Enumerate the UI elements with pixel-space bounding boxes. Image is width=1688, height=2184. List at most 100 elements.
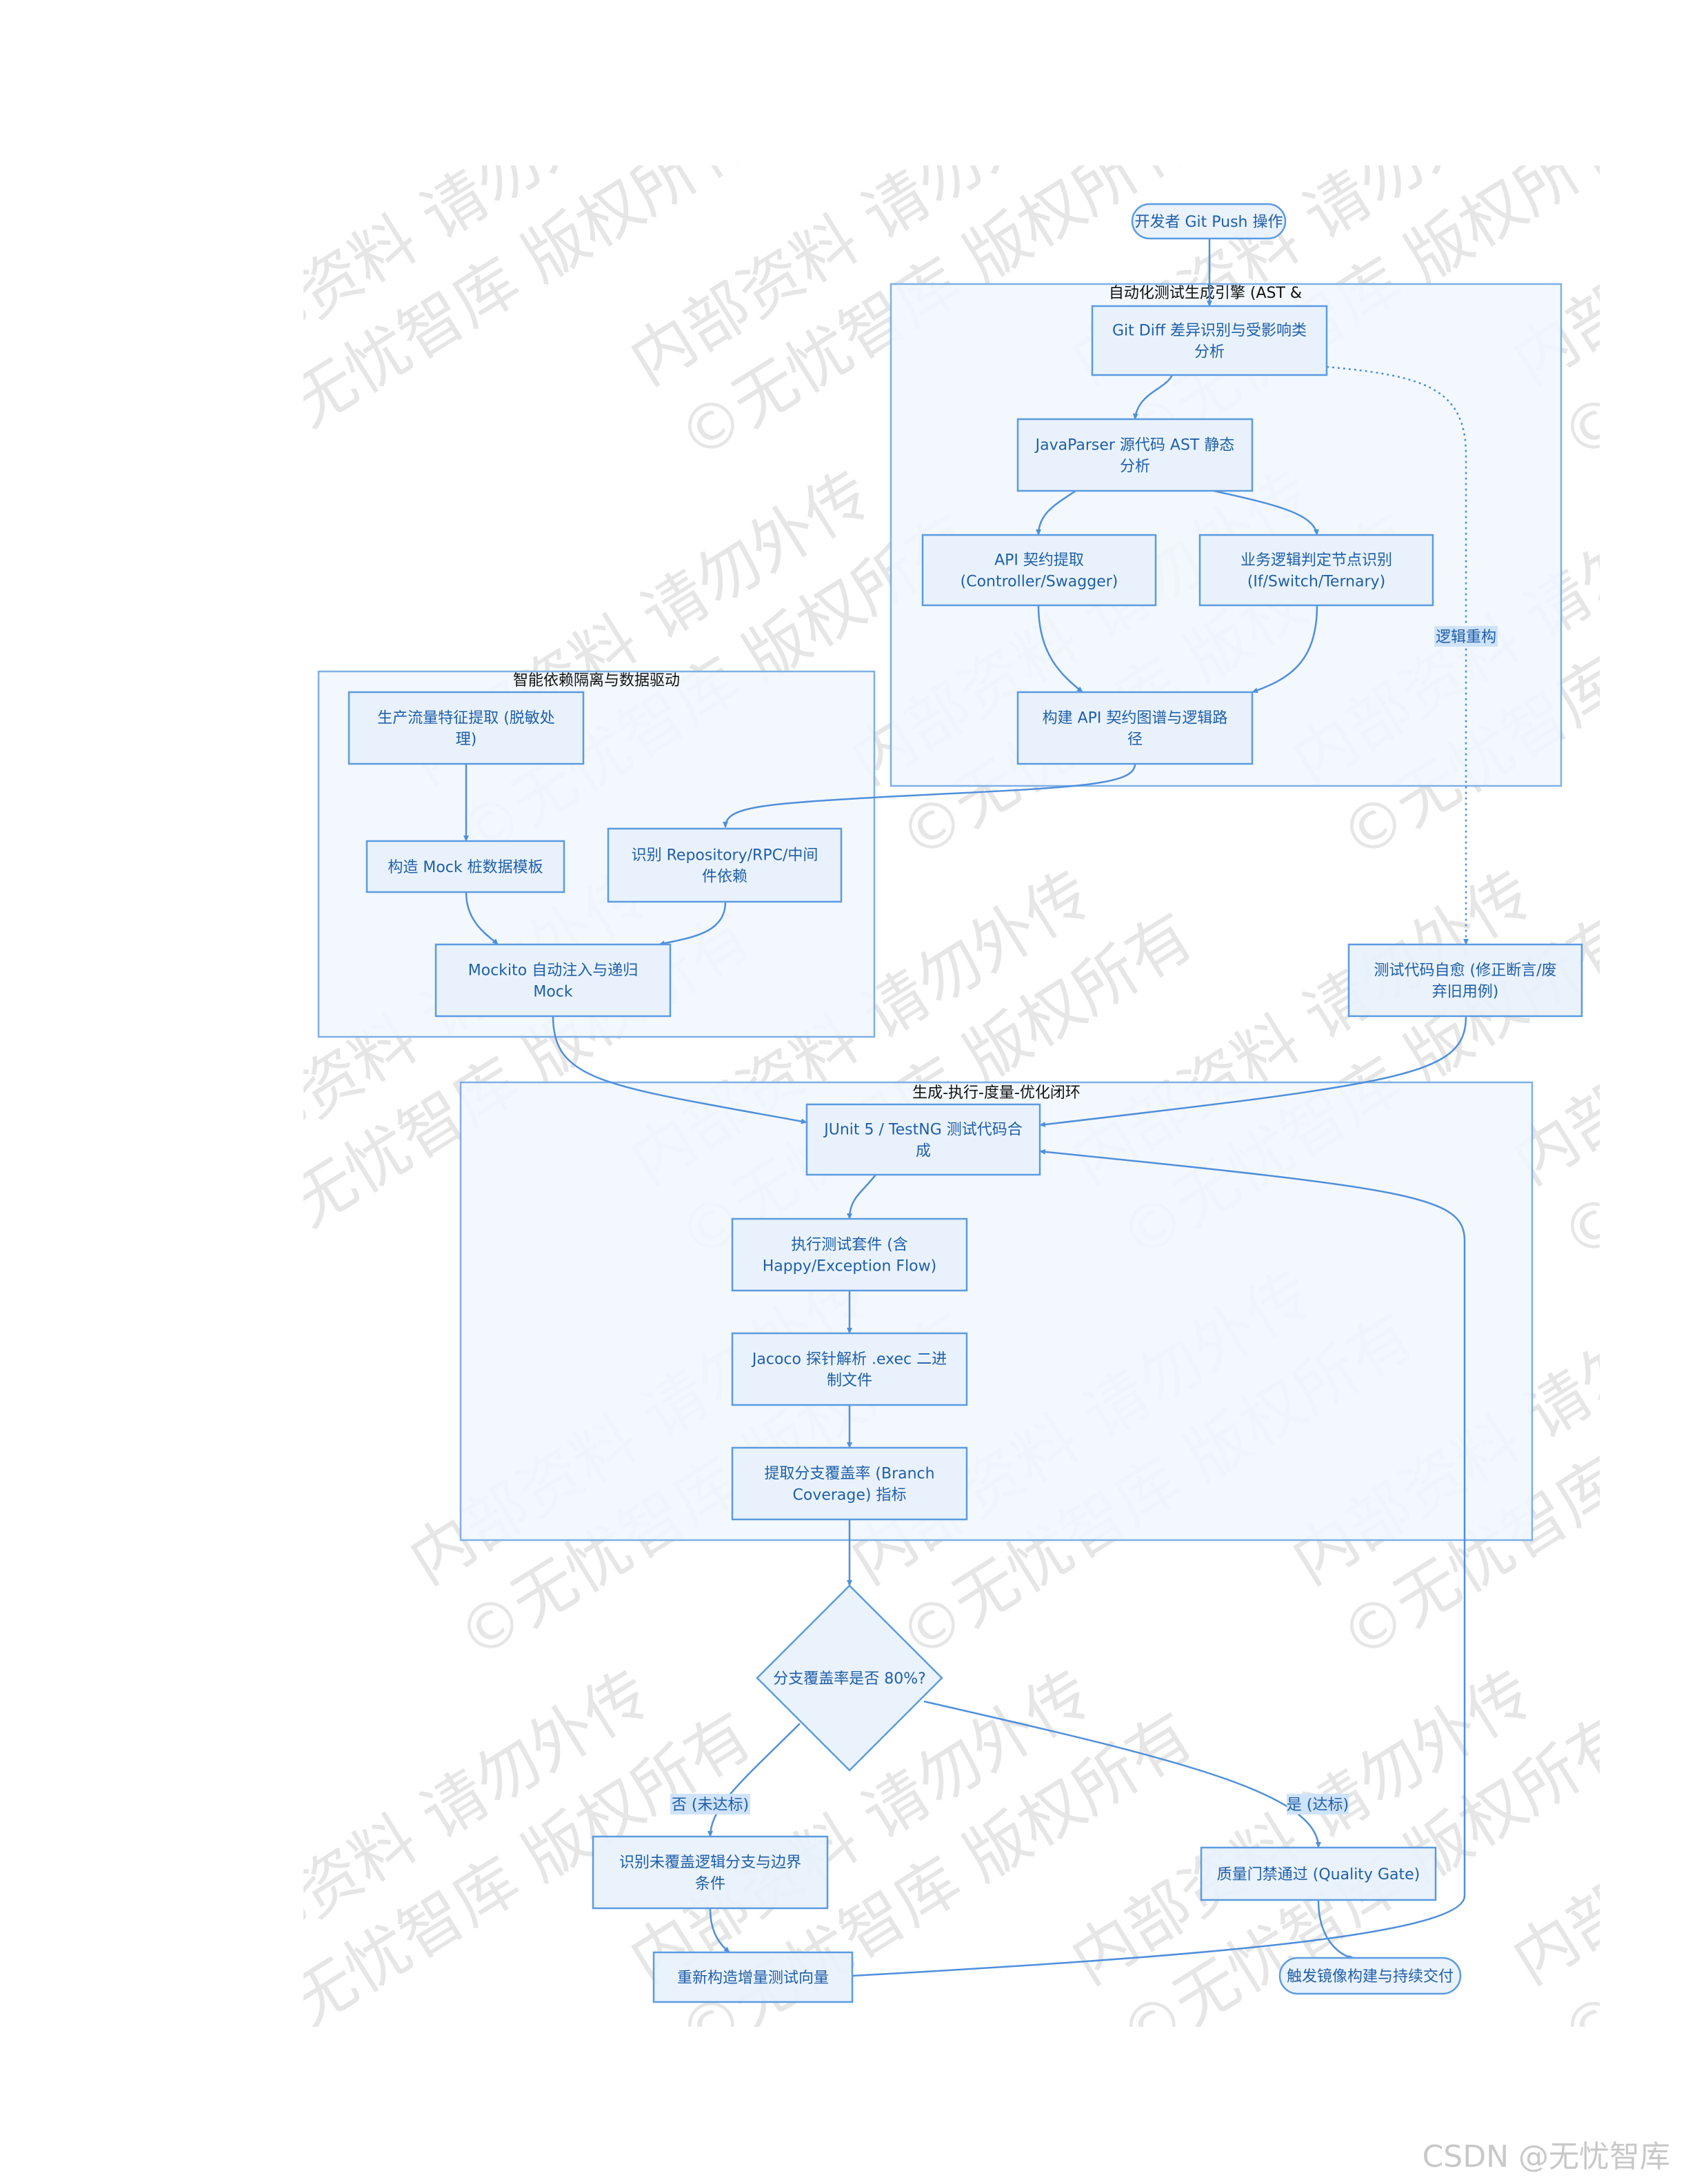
- node-junit: JUnit 5 / TestNG 测试代码合成: [805, 1103, 1041, 1176]
- group-engine-title: 自动化测试生成引擎 (AST &: [1109, 285, 1302, 302]
- node-graph: 构建 API 契约图谱与逻辑路径: [1016, 691, 1254, 765]
- node-label-line: Happy/Exception Flow): [763, 1258, 936, 1275]
- edge-biz-graph: [1252, 605, 1318, 694]
- svg-text:构建 API 契约图谱与逻辑路径: 构建 API 契约图谱与逻辑路径: [1043, 710, 1228, 749]
- node-repository: 识别 Repository/RPC/中间件依赖: [607, 827, 843, 903]
- edge-graph-repo: [723, 763, 1136, 828]
- svg-text:识别 Repository/RPC/中间件依赖: 识别 Repository/RPC/中间件依赖: [632, 847, 818, 886]
- svg-text:API 契约提取(Controller/Swagger): API 契约提取 (Controller/Swagger): [961, 552, 1118, 591]
- node-start: 开发者 Git Push 操作: [1131, 203, 1287, 240]
- node-label-line: 构造 Mock 桩数据模板: [388, 859, 543, 876]
- edge-mockito-junit: [552, 1015, 807, 1124]
- node-label-line: 制文件: [827, 1373, 872, 1390]
- node-label-line: Coverage) 指标: [793, 1487, 907, 1504]
- node-label-line: 分析: [1194, 344, 1225, 361]
- node-label-line: 识别未覆盖逻辑分支与边界: [619, 1854, 801, 1872]
- node-label-line: 触发镜像构建与持续交付: [1287, 1968, 1454, 1985]
- svg-text:否 (未达标): 否 (未达标): [672, 1797, 749, 1814]
- edges: [463, 239, 1469, 1977]
- svg-text:业务逻辑判定节点识别(If/Switch/Ternary): 业务逻辑判定节点识别 (If/Switch/Ternary): [1240, 552, 1392, 591]
- node-release: 触发镜像构建与持续交付: [1278, 1957, 1462, 1995]
- edge-mocktpl-mockito: [465, 891, 499, 945]
- node-label-line: 业务逻辑判定节点识别: [1240, 552, 1392, 569]
- node-biz: 业务逻辑判定节点识别 (If/Switch/Ternary): [1198, 534, 1434, 607]
- edge-label-no: 否 (未达标): [670, 1794, 750, 1814]
- svg-text:Jacoco 探针解析 .exec 二进制文件: Jacoco 探针解析 .exec 二进制文件: [751, 1351, 947, 1390]
- svg-text:开发者 Git Push 操作: 开发者 Git Push 操作: [1135, 214, 1283, 231]
- node-label-line: 执行测试套件 (含: [791, 1237, 908, 1254]
- node-label-line: 件依赖: [702, 869, 747, 886]
- node-label-line: 弃旧用例): [1432, 984, 1499, 1001]
- node-label-line: 条件: [695, 1876, 725, 1893]
- node-label-line: 成: [916, 1143, 931, 1160]
- svg-text:分支覆盖率是否 80%?: 分支覆盖率是否 80%?: [773, 1670, 926, 1688]
- svg-text:JUnit 5 / TestNG 测试代码合成: JUnit 5 / TestNG 测试代码合成: [823, 1122, 1022, 1160]
- edge-api-graph: [1037, 605, 1083, 693]
- svg-text:触发镜像构建与持续交付: 触发镜像构建与持续交付: [1287, 1968, 1454, 1985]
- node-quality: 质量门禁通过 (Quality Gate): [1200, 1846, 1437, 1901]
- svg-text:生产流量特征提取 (脱敏处理): 生产流量特征提取 (脱敏处理): [377, 710, 555, 749]
- node-label-line: 理): [456, 731, 477, 749]
- edge-label-yes: 是 (达标): [1287, 1794, 1349, 1814]
- edge-diff-ast: [1132, 374, 1174, 420]
- node-label-line: Jacoco 探针解析 .exec 二进: [751, 1351, 947, 1368]
- svg-text:逻辑重构: 逻辑重构: [1436, 629, 1496, 646]
- node-jacoco: Jacoco 探针解析 .exec 二进制文件: [731, 1332, 968, 1406]
- node-label-line: Mock: [533, 984, 573, 1001]
- edge-ast-api: [1036, 489, 1076, 536]
- node-label-line: API 契约提取: [994, 552, 1084, 569]
- node-label-line: (If/Switch/Ternary): [1247, 574, 1385, 591]
- node-decision: 分支覆盖率是否 80%?: [756, 1584, 943, 1772]
- node-mockito: Mockito 自动注入与递归 Mock: [434, 943, 672, 1018]
- node-label-line: 径: [1127, 731, 1143, 749]
- svg-text:Git Diff 差异识别与受影响类分析: Git Diff 差异识别与受影响类分析: [1112, 323, 1307, 361]
- edge-quality-release: [1317, 1899, 1355, 1961]
- node-mock-template: 构造 Mock 桩数据模板: [365, 840, 565, 893]
- node-label-line: JavaParser 源代码 AST 静态: [1034, 437, 1235, 454]
- node-label-line: (Controller/Swagger): [961, 574, 1118, 591]
- node-api: API 契约提取 (Controller/Swagger): [921, 534, 1157, 607]
- svg-text:测试代码自愈 (修正断言/废弃旧用例): 测试代码自愈 (修正断言/废弃旧用例): [1374, 962, 1557, 1001]
- node-label-line: 分支覆盖率是否 80%?: [773, 1670, 926, 1688]
- node-heal: 测试代码自愈 (修正断言/废弃旧用例): [1347, 943, 1583, 1018]
- footer-watermark: CSDN @无忧智库: [1422, 2139, 1670, 2174]
- node-exec: 执行测试套件 (含 Happy/Exception Flow): [731, 1217, 968, 1292]
- svg-text:识别未覆盖逻辑分支与边界条件: 识别未覆盖逻辑分支与边界条件: [619, 1854, 801, 1893]
- node-label-line: Git Diff 差异识别与受影响类: [1112, 323, 1307, 340]
- node-label-line: 生产流量特征提取 (脱敏处: [377, 710, 555, 727]
- group-isolation-title: 智能依赖隔离与数据驱动: [513, 672, 680, 689]
- node-label-line: 质量门禁通过 (Quality Gate): [1217, 1866, 1420, 1883]
- node-traffic: 生产流量特征提取 (脱敏处理): [348, 691, 585, 765]
- edge-rebuild-junit: [852, 1149, 1466, 1977]
- edge-heal-junit: [1039, 1015, 1467, 1128]
- node-rebuild: 重新构造增量测试向量: [652, 1951, 854, 2003]
- edge-uncovered-rebuild: [709, 1908, 730, 1953]
- svg-text:重新构造增量测试向量: 重新构造增量测试向量: [677, 1970, 829, 1987]
- svg-text:是 (达标): 是 (达标): [1287, 1797, 1349, 1814]
- group-loop-title: 生成-执行-度量-优化闭环: [912, 1084, 1081, 1102]
- edge-label-refactor: 逻辑重构: [1434, 626, 1498, 647]
- node-label-line: 重新构造增量测试向量: [677, 1970, 829, 1987]
- node-uncovered: 识别未覆盖逻辑分支与边界条件: [592, 1835, 829, 1910]
- node-ast: JavaParser 源代码 AST 静态分析: [1016, 418, 1254, 492]
- node-label-line: 开发者 Git Push 操作: [1135, 214, 1283, 231]
- edge-diff-heal: [1326, 365, 1469, 945]
- node-label-line: 构建 API 契约图谱与逻辑路: [1043, 710, 1228, 727]
- edge-decision-quality: [923, 1700, 1321, 1848]
- node-label-line: Mockito 自动注入与递归: [468, 962, 638, 980]
- node-diff: Git Diff 差异识别与受影响类分析: [1091, 305, 1328, 376]
- svg-text:JavaParser 源代码 AST 静态分析: JavaParser 源代码 AST 静态分析: [1034, 437, 1235, 476]
- svg-text:质量门禁通过 (Quality Gate): 质量门禁通过 (Quality Gate): [1217, 1866, 1420, 1883]
- svg-text:构造 Mock 桩数据模板: 构造 Mock 桩数据模板: [388, 859, 543, 876]
- node-label-line: 分析: [1120, 458, 1150, 476]
- edge-repo-mockito: [659, 901, 727, 947]
- edge-ast-biz: [1213, 489, 1319, 536]
- node-label-line: JUnit 5 / TestNG 测试代码合: [823, 1122, 1022, 1139]
- node-label-line: 提取分支覆盖率 (Branch: [764, 1466, 934, 1483]
- node-label-line: 识别 Repository/RPC/中间: [632, 847, 818, 865]
